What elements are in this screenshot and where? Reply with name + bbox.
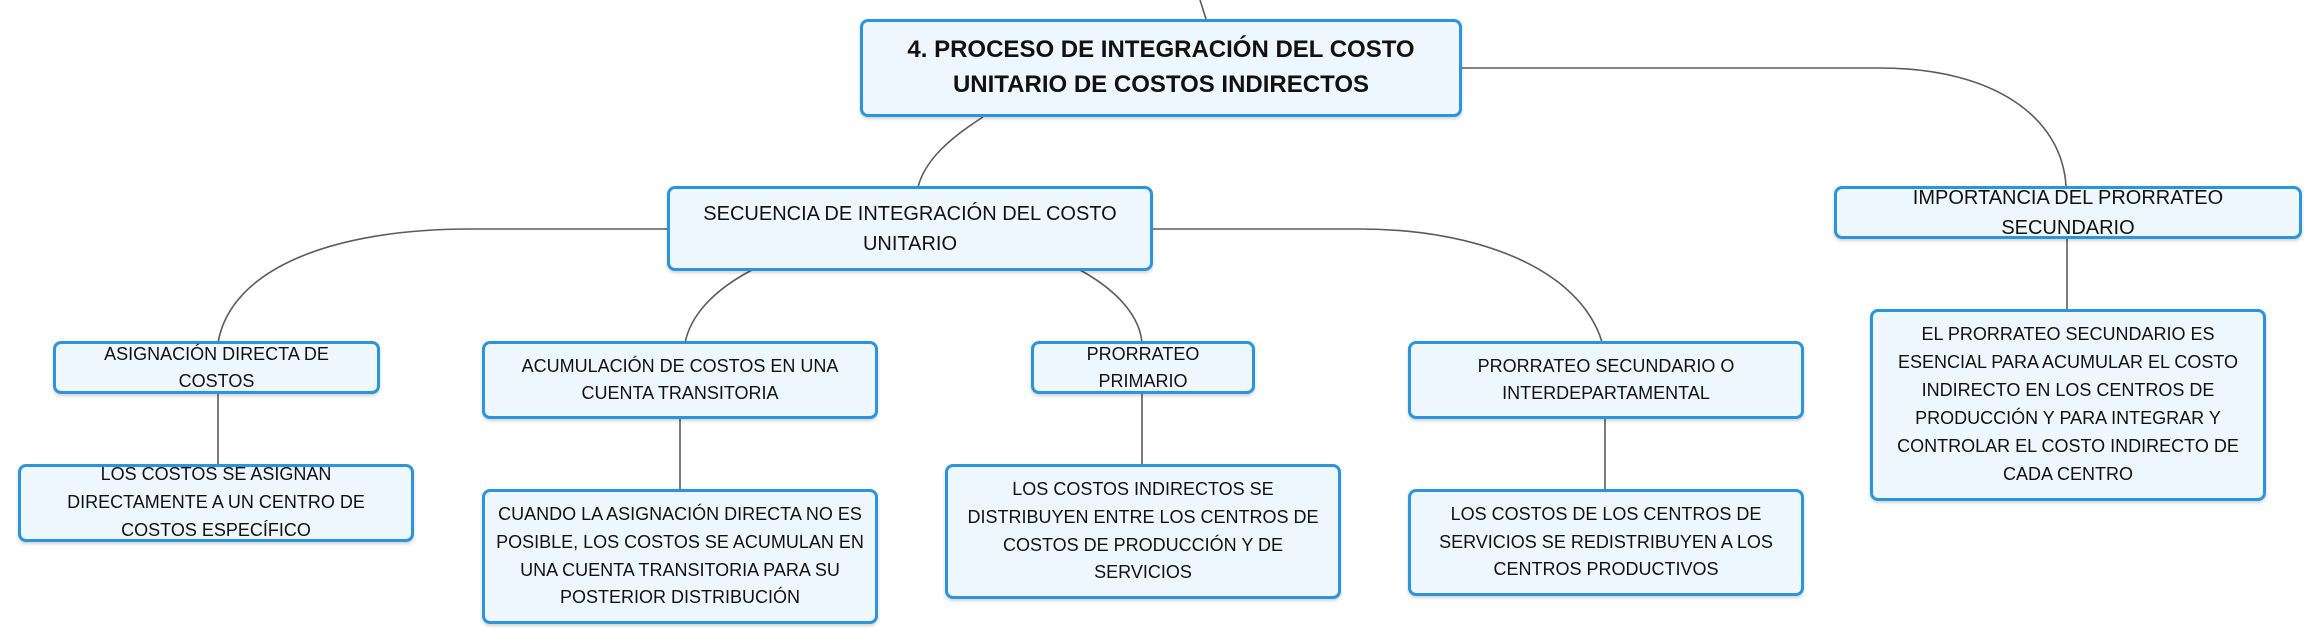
connector-secuencia-step1 (217, 228, 670, 344)
connector-secuencia-step4 (1153, 228, 1603, 343)
secuencia-topic-line1: SECUENCIA DE INTEGRACIÓN DEL COSTO (703, 202, 1117, 225)
secuencia-topic-line2: UNITARIO (862, 232, 958, 255)
root-topic-line1: 4. PROCESO DE INTEGRACIÓN DEL COSTO (907, 36, 1415, 64)
root-topic-line2: UNITARIO DE COSTOS INDIRECTOS (952, 71, 1370, 98)
step-prorrateo-primario[interactable]: PRORRATEO PRIMARIO (1031, 341, 1255, 394)
importancia-detail-text: EL PRORRATEO SECUNDARIO ES ESENCIAL PARA… (1897, 324, 2239, 484)
importancia-topic[interactable]: IMPORTANCIA DEL PRORRATEO SECUNDARIO (1834, 186, 2302, 239)
importancia-topic-label: IMPORTANCIA DEL PRORRATEO SECUNDARIO (1912, 186, 2224, 239)
step-prorrateo-primario-label: PRORRATEO PRIMARIO (1086, 343, 1200, 391)
importancia-detail[interactable]: EL PRORRATEO SECUNDARIO ES ESENCIAL PARA… (1870, 309, 2266, 501)
step-acumulacion-cuenta-transitoria[interactable]: ACUMULACIÓN DE COSTOS EN UNA CUENTA TRAN… (482, 341, 878, 419)
step-asignacion-directa-detail-text: LOS COSTOS SE ASIGNAN DIRECTAMENTE A UN … (67, 464, 365, 540)
step-acumulacion-detail[interactable]: CUANDO LA ASIGNACIÓN DIRECTA NO ES POSIB… (482, 489, 878, 624)
root-topic[interactable]: 4. PROCESO DE INTEGRACIÓN DEL COSTO UNIT… (860, 19, 1462, 117)
secuencia-topic-text: SECUENCIA DE INTEGRACIÓN DEL COSTO UNITA… (703, 199, 1116, 259)
step-prorrateo-secundario-detail-text: LOS COSTOS DE LOS CENTROS DE SERVICIOS S… (1439, 503, 1773, 580)
connector-parent-root (1199, 0, 1207, 20)
step-prorrateo-secundario[interactable]: PRORRATEO SECUNDARIO O INTERDEPARTAMENTA… (1408, 341, 1804, 419)
step-prorrateo-primario-detail[interactable]: LOS COSTOS INDIRECTOS SE DISTRIBUYEN ENT… (945, 464, 1341, 599)
step-prorrateo-secundario-detail[interactable]: LOS COSTOS DE LOS CENTROS DE SERVICIOS S… (1408, 489, 1804, 596)
step-acumulacion-detail-text: CUANDO LA ASIGNACIÓN DIRECTA NO ES POSIB… (496, 503, 864, 608)
step-asignacion-directa[interactable]: ASIGNACIÓN DIRECTA DE COSTOS (53, 341, 380, 394)
step-acumulacion-label: ACUMULACIÓN DE COSTOS EN UNA CUENTA TRAN… (521, 356, 839, 403)
step-prorrateo-secundario-label: PRORRATEO SECUNDARIO O INTERDEPARTAMENTA… (1477, 356, 1735, 403)
connector-root-secuencia (917, 116, 984, 188)
connector-secuencia-step2 (684, 269, 753, 344)
secuencia-topic[interactable]: SECUENCIA DE INTEGRACIÓN DEL COSTO UNITA… (667, 186, 1153, 271)
connector-secuencia-step3 (1079, 269, 1143, 344)
step-asignacion-directa-label: ASIGNACIÓN DIRECTA DE COSTOS (104, 343, 329, 391)
step-prorrateo-primario-detail-text: LOS COSTOS INDIRECTOS SE DISTRIBUYEN ENT… (967, 478, 1319, 583)
connector-root-importancia (1462, 67, 2067, 187)
root-topic-text: 4. PROCESO DE INTEGRACIÓN DEL COSTO UNIT… (907, 33, 1414, 103)
step-asignacion-directa-detail[interactable]: LOS COSTOS SE ASIGNAN DIRECTAMENTE A UN … (18, 464, 414, 542)
